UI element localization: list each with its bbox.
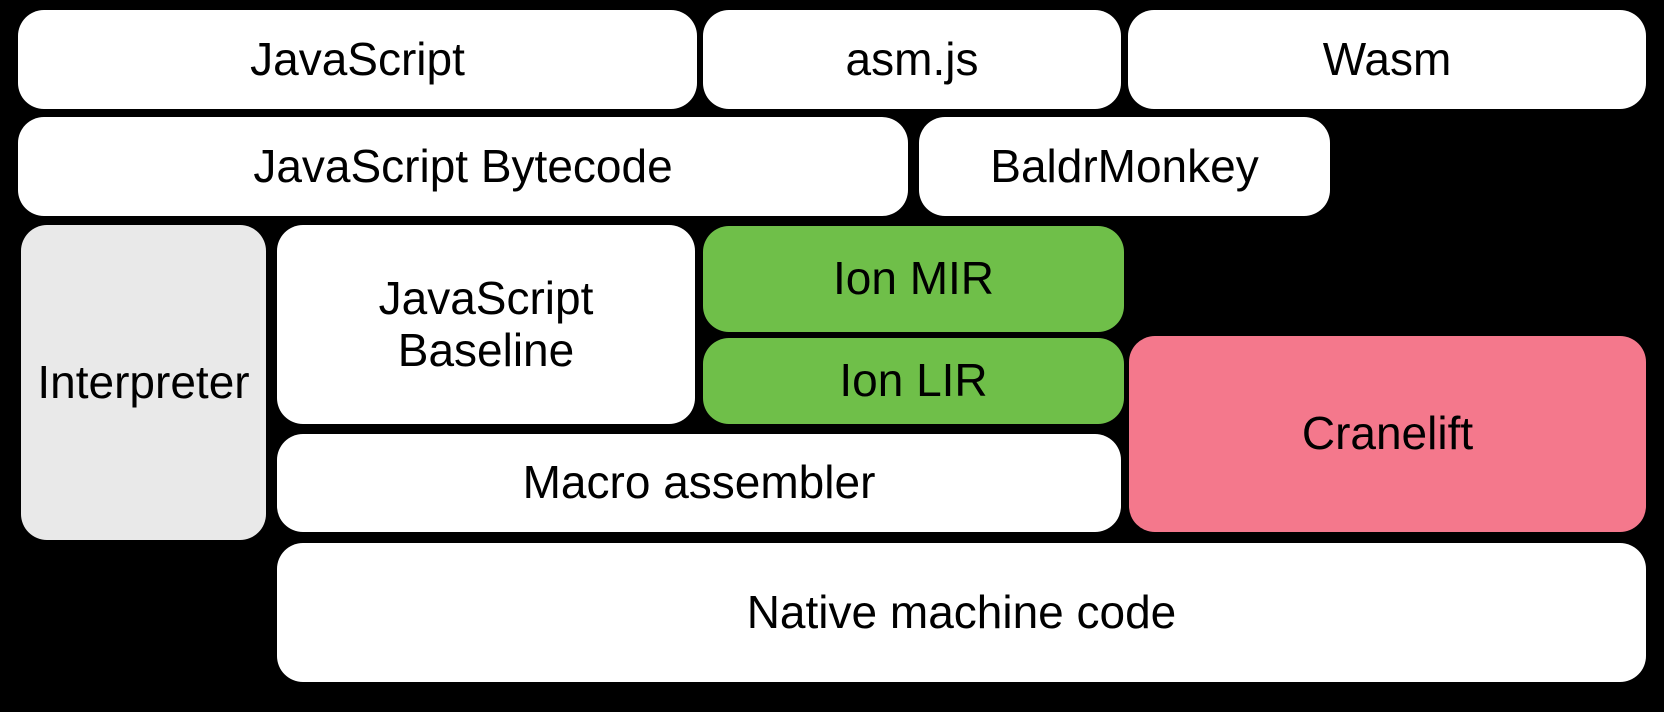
node-macro-assembler: Macro assembler <box>277 434 1121 532</box>
node-cranelift: Cranelift <box>1129 336 1646 532</box>
node-native-machine-code: Native machine code <box>277 543 1646 682</box>
node-javascript: JavaScript <box>18 10 697 109</box>
node-javascript-bytecode: JavaScript Bytecode <box>18 117 908 216</box>
node-ion-lir: Ion LIR <box>703 338 1124 424</box>
node-baldrmonkey: BaldrMonkey <box>919 117 1330 216</box>
node-asm-js: asm.js <box>703 10 1121 109</box>
node-interpreter: Interpreter <box>21 225 266 540</box>
node-ion-mir: Ion MIR <box>703 226 1124 332</box>
node-wasm: Wasm <box>1128 10 1646 109</box>
node-javascript-baseline: JavaScript Baseline <box>277 225 695 424</box>
